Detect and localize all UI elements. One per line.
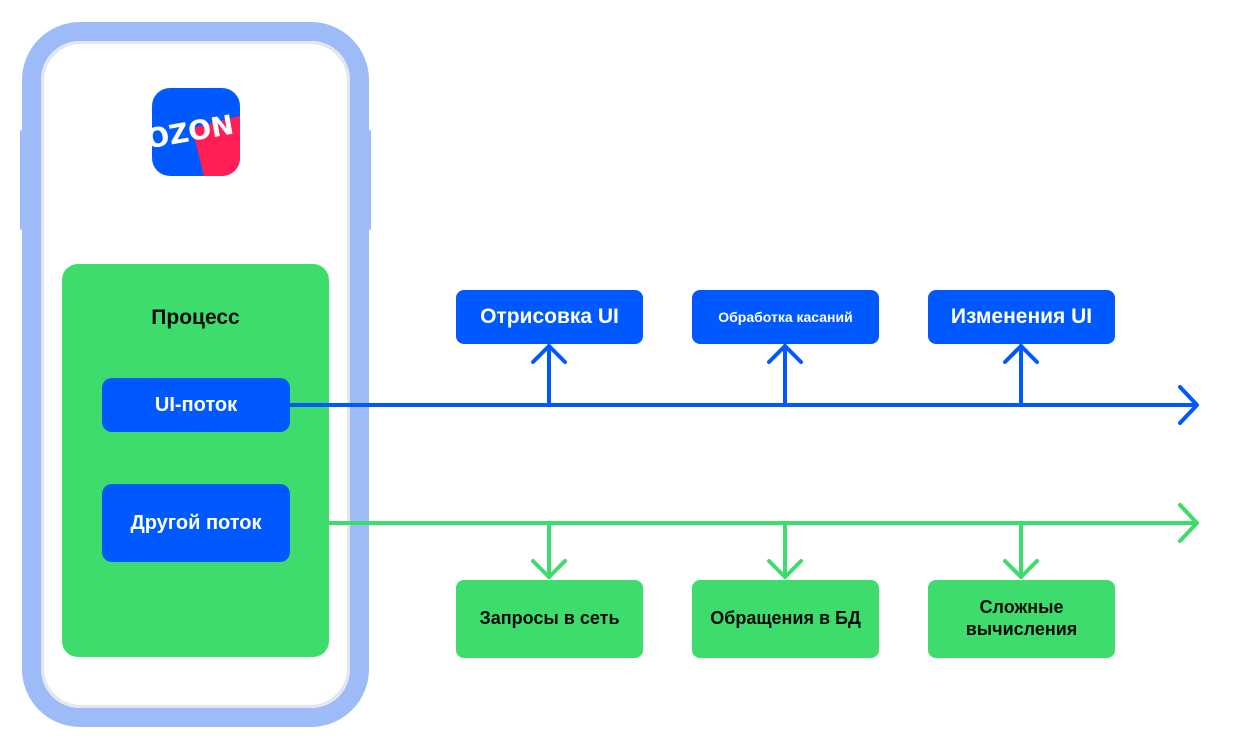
phone-side-button-right (367, 130, 371, 230)
ui-thread-box[interactable]: UI-поток (102, 378, 290, 432)
other-task-complex-computations-label: Сложные вычисления (965, 597, 1078, 639)
ui-task-touch-handling[interactable]: Обработка касаний (692, 290, 879, 344)
process-title: Процесс (151, 306, 240, 329)
ui-thread-timeline (288, 344, 1199, 425)
phone-screen (41, 41, 350, 708)
other-thread-timeline (327, 503, 1199, 579)
other-task-arrowhead-1 (531, 559, 567, 579)
ui-thread-arrowhead (1178, 385, 1199, 425)
ozon-logo-icon: OZON (152, 88, 240, 176)
process-container (62, 264, 329, 657)
ui-task-ui-changes[interactable]: Изменения UI (928, 290, 1115, 344)
ozon-app-icon[interactable]: OZON (152, 88, 240, 176)
other-task-complex-computations[interactable]: Сложные вычисления (928, 580, 1115, 658)
other-thread-box[interactable]: Другой поток (102, 484, 290, 562)
ui-task-arrowhead-2 (767, 344, 803, 364)
other-task-db-access[interactable]: Обращения в БД (692, 580, 879, 658)
other-task-network-requests[interactable]: Запросы в сеть (456, 580, 643, 658)
other-task-arrowhead-3 (1003, 559, 1039, 579)
ui-task-arrowhead-1 (531, 344, 567, 364)
other-task-arrowhead-2 (767, 559, 803, 579)
ui-task-arrowhead-3 (1003, 344, 1039, 364)
other-thread-arrowhead (1178, 503, 1199, 543)
ui-task-rendering[interactable]: Отрисовка UI (456, 290, 643, 344)
